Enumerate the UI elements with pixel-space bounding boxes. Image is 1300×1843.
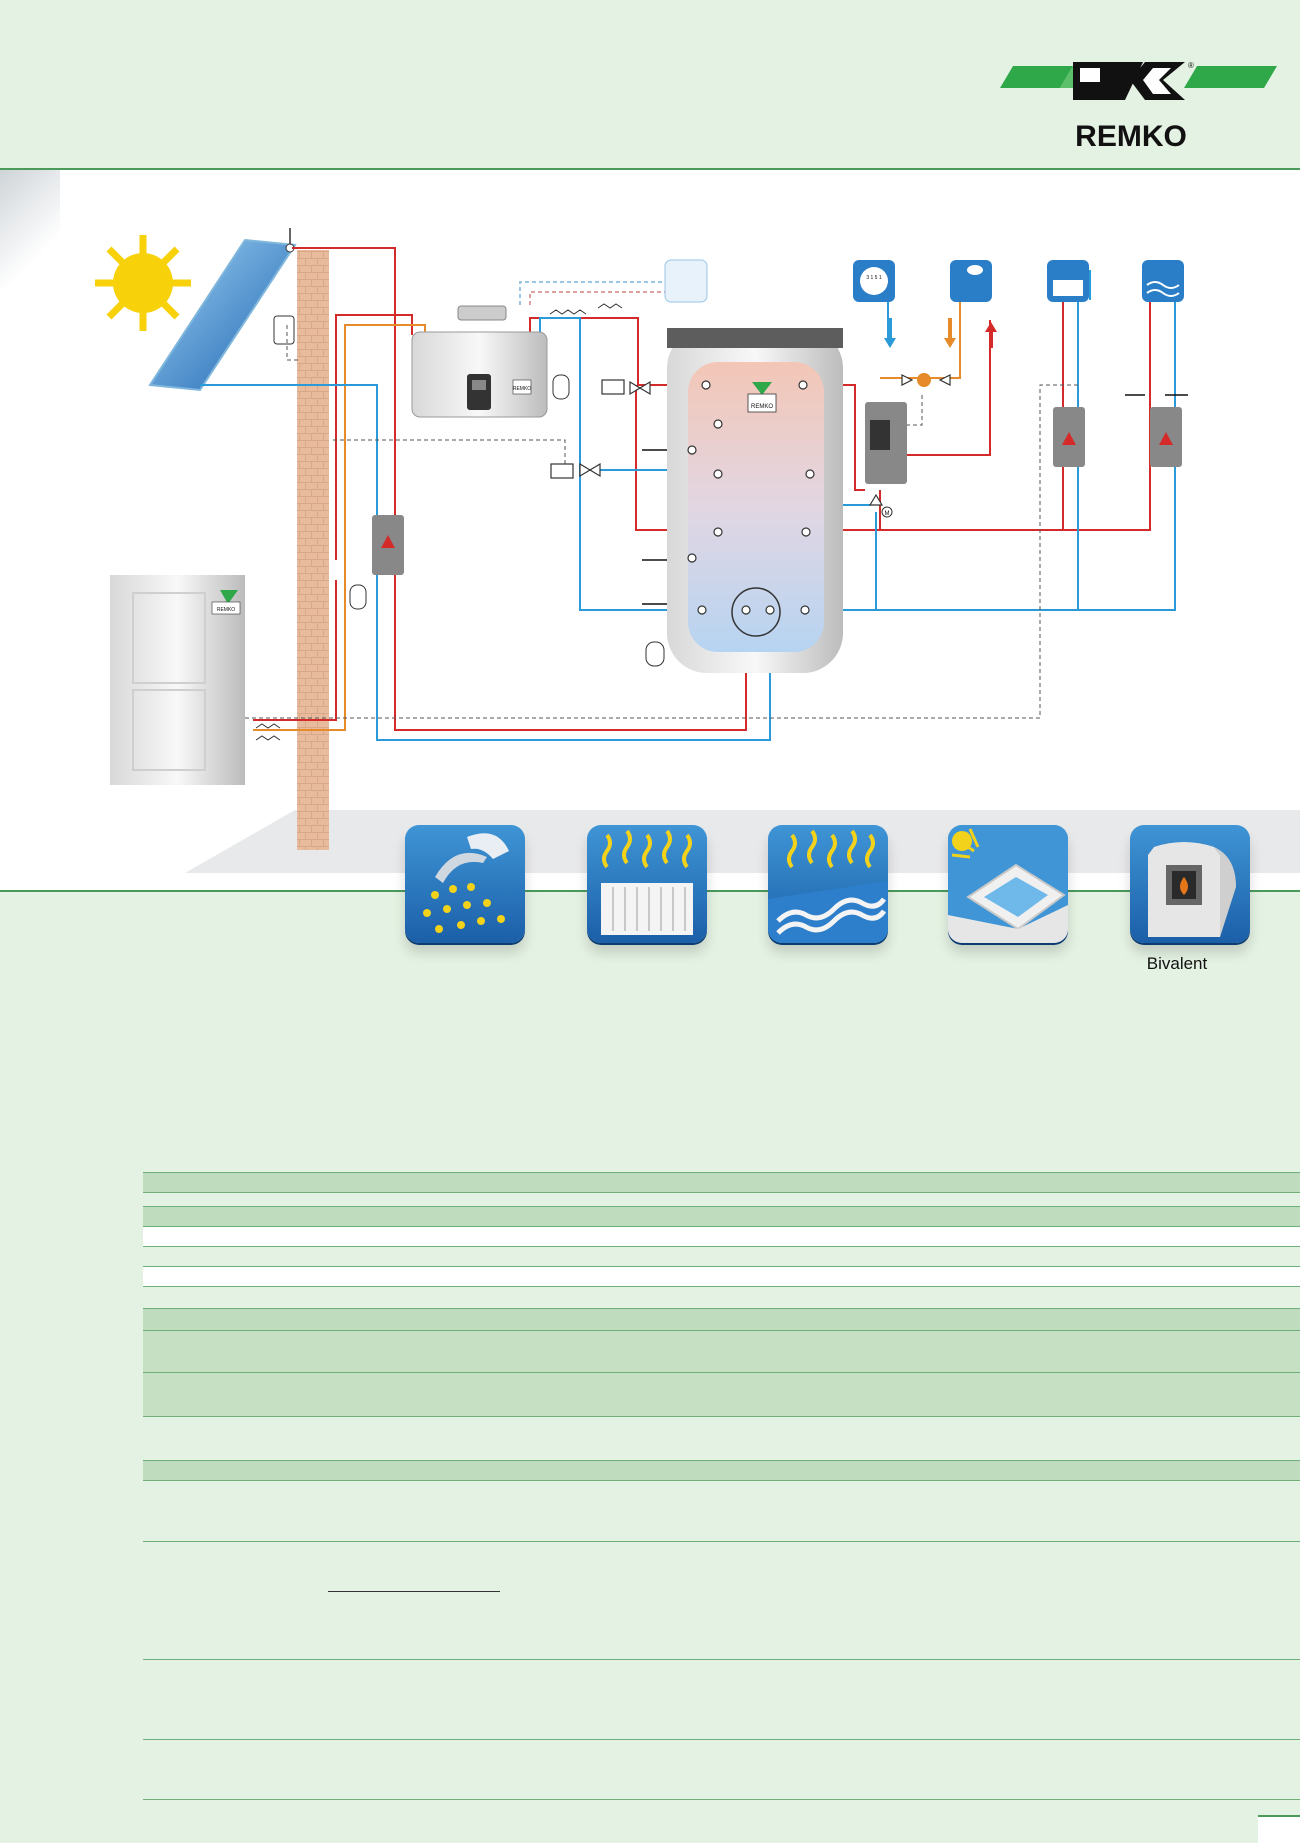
table-row bbox=[143, 1286, 1300, 1309]
table-row bbox=[143, 1206, 1300, 1227]
buffer-storage-tank: REMKO bbox=[667, 328, 843, 673]
pump-module-dhw bbox=[865, 402, 907, 484]
sun-icon bbox=[95, 235, 191, 331]
pump-module-solar bbox=[372, 515, 404, 575]
table-row bbox=[143, 1541, 1300, 1660]
table-row bbox=[143, 1266, 1300, 1287]
brick-wall bbox=[297, 250, 329, 850]
table-row bbox=[143, 1739, 1300, 1800]
footnote-underline bbox=[328, 1591, 500, 1592]
table-row bbox=[143, 1330, 1300, 1373]
hot-water-arrow-icon bbox=[985, 322, 997, 348]
brand-name: REMKO bbox=[1075, 120, 1187, 148]
radiator-small-icon bbox=[1047, 260, 1089, 302]
page-number-box bbox=[1258, 1815, 1300, 1843]
shower-small-icon bbox=[950, 260, 992, 302]
table-row bbox=[143, 1659, 1300, 1740]
radiator-heating-icon bbox=[587, 825, 707, 943]
water-meter-digits: 3 1 5 1 bbox=[866, 275, 882, 281]
system-schematic: REMKO REMKO REMKO 3 1 5 1 bbox=[95, 228, 1300, 873]
table-row bbox=[143, 1226, 1300, 1247]
heat-pump-outdoor-unit: REMKO bbox=[110, 575, 245, 785]
bivalent-stove-icon bbox=[1130, 825, 1250, 943]
table-row bbox=[143, 1246, 1300, 1267]
bivalent-label: Bivalent bbox=[1146, 954, 1208, 973]
heat-pump-label: REMKO bbox=[217, 607, 235, 613]
solar-collector bbox=[148, 228, 297, 392]
underfloor-heating-icon bbox=[768, 825, 888, 943]
control-unit: REMKO bbox=[411, 305, 548, 418]
motor-valve-label: M bbox=[885, 511, 890, 517]
pump-module-floor bbox=[1150, 407, 1182, 467]
expansion-tank-collector bbox=[273, 315, 295, 345]
pump-module-radiator bbox=[1053, 407, 1085, 467]
hot-water-icon bbox=[405, 825, 525, 943]
corner-shadow bbox=[0, 170, 60, 290]
table-row bbox=[143, 1308, 1300, 1331]
table-row bbox=[143, 1192, 1300, 1207]
thermostat-icon bbox=[664, 259, 708, 303]
table-row bbox=[143, 1372, 1300, 1417]
table-row bbox=[143, 1172, 1300, 1193]
table-row bbox=[143, 1480, 1300, 1542]
registered-mark: ® bbox=[1188, 61, 1194, 70]
table-row bbox=[143, 1460, 1300, 1481]
table-bottom-rule bbox=[143, 1799, 1300, 1800]
warm-water-arrow-icon bbox=[944, 318, 956, 348]
floor-heating-small-icon bbox=[1142, 260, 1184, 302]
module-label: REMKO bbox=[513, 386, 531, 392]
cold-water-arrow-icon bbox=[884, 318, 896, 348]
tank-label: REMKO bbox=[751, 404, 773, 410]
water-meter-icon: 3 1 5 1 bbox=[853, 260, 895, 302]
expansion-tank-bottom bbox=[645, 641, 665, 667]
solar-thermal-icon bbox=[948, 825, 1068, 943]
remko-logo: ® REMKO bbox=[1000, 61, 1277, 148]
table-row bbox=[143, 1416, 1300, 1461]
